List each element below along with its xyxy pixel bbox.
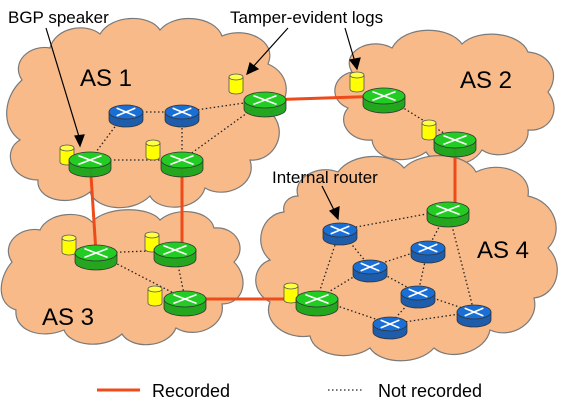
bgp-speaker-router-icon [160,151,204,178]
as3-label: AS 3 [42,304,94,331]
cloud-as1 [6,17,287,209]
cloud-as2 [334,29,555,165]
internal-router-icon [322,222,358,246]
bgp-speaker-router-icon [74,244,118,271]
callout-internal-router: Internal router [272,168,378,187]
internal-router-icon [164,104,200,128]
internal-router-icon [372,316,408,340]
bgp-speaker-router-icon [295,290,339,317]
bgp-speaker-router-icon [362,87,406,114]
bgp-speaker-router-icon [243,91,287,118]
bgp-speaker-router-icon [426,201,470,228]
legend-not-recorded-label: Not recorded [378,381,482,401]
callout-bgp-speaker: BGP speaker [8,8,109,27]
internal-router-icon [352,259,388,283]
as2-label: AS 2 [460,67,512,94]
bgp-speaker-router-icon [433,131,477,158]
internal-router-icon [410,240,446,264]
bgp-speaker-router-icon [68,151,112,178]
internal-router-icon [108,104,144,128]
as4-label: AS 4 [477,237,529,264]
internal-router-icon [400,285,436,309]
internal-router-icon [456,304,492,328]
routers [68,87,492,340]
cloud-as3 [0,209,244,346]
legend: Recorded Not recorded [97,381,482,401]
bgp-speaker-router-icon [153,241,197,268]
callout-arrows [45,27,361,221]
callout-tamper-logs: Tamper-evident logs [230,8,383,27]
legend-recorded-label: Recorded [152,381,230,401]
bgp-speaker-router-icon [163,290,207,317]
as1-label: AS 1 [80,65,132,92]
